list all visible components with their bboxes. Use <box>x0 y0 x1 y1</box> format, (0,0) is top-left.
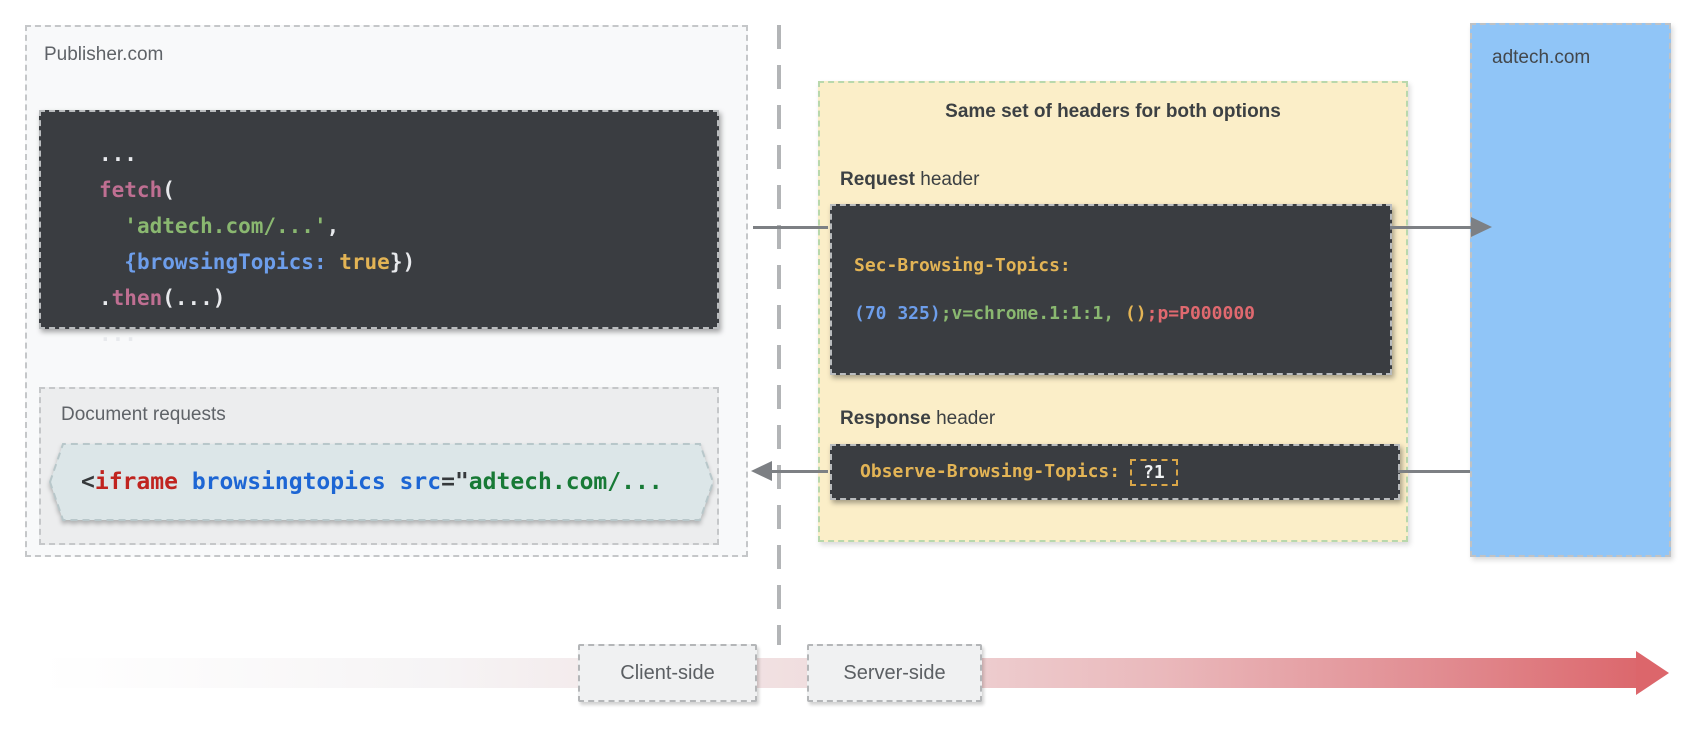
iframe-tag-shape: <iframe browsingtopics src="adtech.com/.… <box>48 443 715 521</box>
client-server-divider <box>777 25 781 645</box>
request-header-name: Sec-Browsing-Topics: <box>854 255 1071 276</box>
response-arrow-right-segment <box>1398 470 1470 473</box>
publisher-label: Publisher.com <box>44 44 164 65</box>
document-requests-label: Document requests <box>61 404 226 425</box>
fetch-code-line: ... <box>99 322 137 346</box>
request-header-value: (70 325);v=chrome.1:1:1, ();p=P000000 <box>854 303 1255 324</box>
response-arrow-left-segment <box>771 470 828 473</box>
client-side-label: Client-side <box>620 661 715 684</box>
request-arrow-right-segment <box>1390 226 1472 229</box>
response-arrowhead-icon <box>751 461 772 481</box>
adtech-box: adtech.com <box>1470 23 1671 557</box>
fetch-code-line: .then(...) <box>99 286 226 310</box>
document-requests-box: Document requests <iframe browsingtopics… <box>39 387 719 545</box>
request-header-label: Request header <box>840 169 979 191</box>
request-arrow-left-segment <box>753 226 828 229</box>
adtech-label: adtech.com <box>1492 47 1591 68</box>
fetch-code-block: ... fetch( 'adtech.com/...', {browsingTo… <box>39 110 719 346</box>
request-header-block: Sec-Browsing-Topics: (70 325);v=chrome.1… <box>830 204 1392 375</box>
headers-panel: Same set of headers for both options Req… <box>818 81 1408 542</box>
response-header-block: Observe-Browsing-Topics: ?1 <box>830 444 1400 500</box>
server-side-label-box: Server-side <box>807 644 982 702</box>
hexagon-shape-svg <box>48 443 715 521</box>
client-side-label-box: Client-side <box>578 644 757 702</box>
fetch-code-line: ... <box>99 142 137 166</box>
fetch-code-line: fetch( <box>99 178 175 202</box>
timeline-arrowhead-icon <box>1636 651 1669 695</box>
response-header-name: Observe-Browsing-Topics: <box>860 461 1121 482</box>
fetch-code-line: 'adtech.com/...', <box>124 214 340 238</box>
request-arrowhead-icon <box>1471 217 1492 237</box>
request-label-bold: Request <box>840 169 915 190</box>
iframe-code: <iframe browsingtopics src="adtech.com/.… <box>81 469 663 495</box>
response-label-rest: header <box>930 408 996 429</box>
response-header-value-box: ?1 <box>1130 458 1178 486</box>
request-label-rest: header <box>914 169 980 190</box>
fetch-code-line: {browsingTopics: true}) <box>124 250 416 274</box>
response-header-label: Response header <box>840 408 995 430</box>
headers-panel-title: Same set of headers for both options <box>945 101 1281 122</box>
server-side-label: Server-side <box>843 661 946 684</box>
publisher-box: Publisher.com ... fetch( 'adtech.com/...… <box>25 25 748 557</box>
response-label-bold: Response <box>840 408 931 429</box>
